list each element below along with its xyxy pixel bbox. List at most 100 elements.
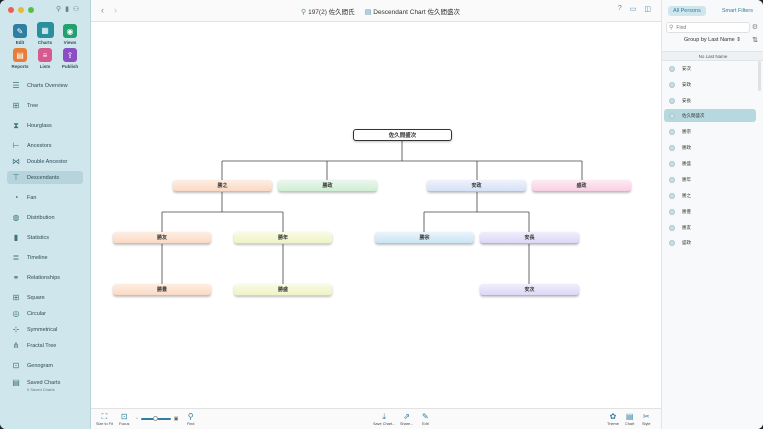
reports-button[interactable]: ▤ Reports bbox=[9, 48, 31, 69]
list-item[interactable]: 勝之 bbox=[664, 189, 756, 202]
size-to-fit-button[interactable]: ⛶ Size to Fit bbox=[96, 412, 113, 426]
list-item[interactable]: 勝豊 bbox=[664, 205, 756, 218]
nav-timeline[interactable]: ≣ Timeline bbox=[7, 251, 83, 264]
symmetrical-icon: ⊹ bbox=[12, 325, 20, 334]
list-item[interactable]: 勝年 bbox=[664, 173, 756, 186]
person-node-gen3[interactable]: 安次 bbox=[480, 284, 579, 296]
avatar bbox=[669, 97, 675, 104]
person-node-gen2[interactable]: 勝宗 bbox=[375, 232, 474, 244]
person-node-gen3[interactable]: 勝盛 bbox=[234, 284, 332, 296]
toolbar-title: ⚲ 197(2) 佐久間氏 ▤ Descendant Chart 佐久間盛次 bbox=[301, 6, 460, 16]
help-icon[interactable]: ? bbox=[617, 5, 622, 12]
person-node-gen1[interactable]: 勝之 bbox=[173, 180, 272, 192]
gear-icon[interactable]: ⚙ bbox=[751, 24, 758, 31]
person-node-root[interactable]: 佐久間盛次 bbox=[353, 129, 452, 141]
share-button[interactable]: ⇗ Share... bbox=[400, 412, 413, 426]
person-node-gen1[interactable]: 勝政 bbox=[278, 180, 377, 192]
list-item[interactable]: 安次 bbox=[664, 62, 756, 75]
zoom-in-icon[interactable]: ▣ bbox=[173, 416, 179, 422]
share-icon[interactable]: ⚇ bbox=[73, 6, 80, 13]
node-label: 安政 bbox=[471, 183, 482, 189]
person-list-scrollbar[interactable] bbox=[758, 61, 761, 91]
list-item[interactable]: 勝友 bbox=[664, 221, 756, 234]
person-icon: ⚲ bbox=[301, 9, 309, 16]
views-button[interactable]: ◉ Views bbox=[59, 24, 81, 45]
nav-tree[interactable]: ⊞ Tree bbox=[7, 99, 83, 112]
focus-button[interactable]: ⊡ Focus bbox=[119, 412, 129, 426]
close-window-button[interactable] bbox=[8, 7, 14, 13]
charts-button[interactable]: ▦ Charts bbox=[34, 22, 56, 45]
nav-fractal-tree[interactable]: ⋔ Fractal Tree bbox=[7, 339, 83, 352]
bookmark-icon[interactable]: ▮ bbox=[65, 6, 69, 13]
find-button[interactable]: ⚲ Find bbox=[187, 412, 194, 426]
nav-label: Symmetrical bbox=[27, 326, 58, 333]
window-controls bbox=[8, 7, 34, 13]
nav-statistics[interactable]: ▮ Statistics bbox=[7, 231, 83, 244]
style-button[interactable]: ✂ Style bbox=[642, 412, 650, 426]
link-icon[interactable]: ⚲ bbox=[56, 6, 62, 13]
save-chart-button[interactable]: ⤓ Save Chart... bbox=[373, 412, 395, 426]
window-icon[interactable]: ▭ bbox=[629, 6, 637, 13]
chart-canvas[interactable]: 佐久間盛次 勝之 勝政 安政 盛政 勝友 勝年 勝宗 安長 勝豊 勝盛 安次 bbox=[91, 22, 661, 408]
publish-button[interactable]: ⇪ Publish bbox=[59, 48, 81, 69]
sort-icon[interactable]: ⇅ bbox=[752, 37, 758, 44]
nav-relationships[interactable]: ⚭ Relationships bbox=[7, 271, 83, 284]
list-item[interactable]: 勝宗 bbox=[664, 125, 756, 138]
publish-label: Publish bbox=[61, 64, 79, 69]
list-item[interactable]: 安政 bbox=[664, 78, 756, 91]
nav-circular[interactable]: ◎ Circular bbox=[7, 307, 83, 320]
list-item-selected[interactable]: 佐久間盛次 bbox=[664, 109, 756, 122]
avatar bbox=[669, 208, 675, 215]
charts-label: Charts bbox=[37, 40, 53, 45]
back-arrow-icon[interactable]: ‹ bbox=[101, 5, 104, 15]
group-by-select[interactable]: Group by Last Name ⇕ bbox=[684, 37, 741, 43]
active-person[interactable]: ⚲ 197(2) 佐久間氏 bbox=[301, 6, 355, 16]
minimize-window-button[interactable] bbox=[18, 7, 24, 13]
nav-symmetrical[interactable]: ⊹ Symmetrical bbox=[7, 323, 83, 336]
tab-all-persons[interactable]: All Persons bbox=[668, 6, 706, 16]
edit-label: Edit bbox=[15, 40, 25, 45]
find-label: Find bbox=[187, 422, 195, 426]
person-node-gen1[interactable]: 盛政 bbox=[532, 180, 631, 192]
nav-saved-charts[interactable]: ▤ Saved Charts 0 Saved Charts bbox=[7, 376, 83, 392]
person-node-gen2[interactable]: 勝友 bbox=[113, 232, 211, 244]
zoom-knob[interactable] bbox=[152, 416, 158, 421]
nav-ancestors[interactable]: ⊢ Ancestors bbox=[7, 139, 83, 152]
zoom-out-icon[interactable]: ▫ bbox=[136, 416, 138, 422]
lists-button[interactable]: ≡ Lists bbox=[34, 48, 56, 69]
list-item[interactable]: 勝盛 bbox=[664, 157, 756, 170]
person-node-gen1[interactable]: 安政 bbox=[427, 180, 526, 192]
person-node-gen2[interactable]: 勝年 bbox=[234, 232, 332, 244]
connector-lines bbox=[161, 141, 583, 284]
double-ancestor-icon: ⋈ bbox=[12, 157, 20, 166]
zoom-window-button[interactable] bbox=[28, 7, 34, 13]
zoom-track[interactable] bbox=[140, 416, 171, 421]
circular-icon: ◎ bbox=[12, 309, 20, 318]
edit-chart-button[interactable]: ✎ Edit bbox=[422, 412, 429, 426]
nav-distribution[interactable]: ◍ Distribution bbox=[7, 211, 83, 224]
forward-arrow-icon[interactable]: › bbox=[114, 5, 117, 15]
nav-label: Fan bbox=[27, 194, 37, 201]
list-item[interactable]: 勝政 bbox=[664, 141, 756, 154]
person-node-gen2[interactable]: 安長 bbox=[480, 232, 579, 244]
nav-descendants[interactable]: ⊤ Descendants bbox=[7, 171, 83, 184]
sidebar-toggle-icon[interactable]: ◫ bbox=[644, 6, 651, 13]
nav-genogram[interactable]: ⊡ Genogram bbox=[7, 359, 83, 372]
person-search-input[interactable] bbox=[676, 24, 737, 31]
theme-button[interactable]: ✿ Theme bbox=[607, 412, 619, 426]
nav-fan[interactable]: ◔ Fan bbox=[7, 191, 83, 204]
tab-smart-filters[interactable]: Smart Filters bbox=[721, 8, 753, 14]
edit-button[interactable]: ✎ Edit bbox=[9, 24, 31, 45]
nav-double-ancestor[interactable]: ⋈ Double Ancestor bbox=[7, 155, 83, 168]
person-node-gen3[interactable]: 勝豊 bbox=[113, 284, 211, 296]
list-item[interactable]: 安長 bbox=[664, 94, 756, 107]
nav-charts-overview[interactable]: ☰ Charts Overview bbox=[7, 79, 83, 92]
nav-label: Square bbox=[27, 294, 45, 301]
nav-square[interactable]: ⊞ Square bbox=[7, 291, 83, 304]
nav-hourglass[interactable]: ⧗ Hourglass bbox=[7, 119, 83, 132]
list-item[interactable]: 盛政 bbox=[664, 236, 756, 249]
statistics-icon: ▮ bbox=[13, 233, 19, 242]
zoom-slider[interactable]: ▫ ▣ bbox=[136, 416, 179, 422]
person-search-field[interactable]: ⚲ bbox=[666, 22, 750, 33]
chart-settings-button[interactable]: ▤ Chart bbox=[625, 412, 634, 426]
